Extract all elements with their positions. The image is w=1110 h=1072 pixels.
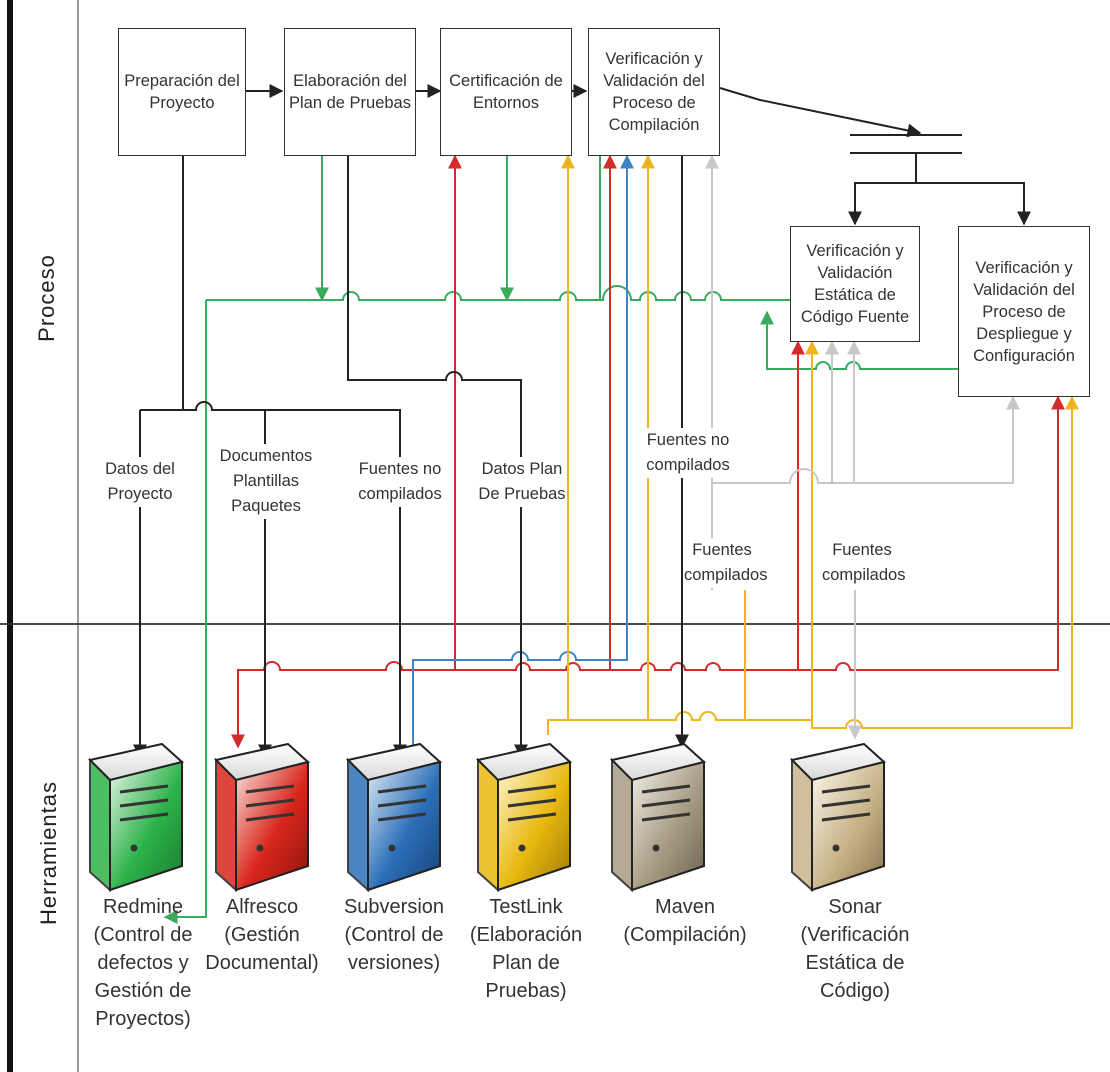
flow-label-fuentes-no-compilados-2: Fuentes no compilados <box>638 428 738 478</box>
tool-label-sonar: Sonar (Verificación Estática de Código) <box>800 896 910 1002</box>
server-icon-sonar <box>790 742 887 893</box>
tool-label-testlink: TestLink (Elaboración Plan de Pruebas) <box>469 896 583 1002</box>
flow-label-datos-plan: Datos Plan De Pruebas <box>478 457 566 507</box>
blue-flow-lines <box>412 154 634 758</box>
server-icon-subversion <box>346 742 443 893</box>
server-icon-alfresco <box>214 742 311 893</box>
process-box-vv-compilacion: Verificación y Validación del Proceso de… <box>588 28 720 156</box>
flow-label-fuentes-compilados-1: Fuentes compilados <box>684 538 767 588</box>
lane-title-herramientas: Herramientas <box>36 780 61 926</box>
red-flow-lines <box>231 154 1065 749</box>
flow-label-fuentes-no-compilados-1: Fuentes no compilados <box>348 457 452 507</box>
server-icon-maven <box>610 742 707 893</box>
tool-label-redmine: Redmine (Control de defectos y Gestión d… <box>93 896 193 1030</box>
tool-label-alfresco: Alfresco (Gestión Documental) <box>205 896 319 974</box>
process-box-plan-pruebas: Elaboración del Plan de Pruebas <box>284 28 416 156</box>
flow-label-fuentes-compilados-2: Fuentes compilados <box>822 538 905 588</box>
tool-label-maven: Maven (Compilación) <box>623 896 747 946</box>
tool-label-subversion: Subversion (Control de versiones) <box>343 896 445 974</box>
process-box-vv-estatica: Verificación y Validación Estática de Có… <box>790 226 920 342</box>
process-box-vv-despliegue: Verificación y Validación del Proceso de… <box>958 226 1090 397</box>
server-icon-redmine <box>88 742 185 893</box>
process-box-certificacion: Certificación de Entornos <box>440 28 572 156</box>
gray-flow-lines <box>705 154 1020 740</box>
lane-title-proceso: Proceso <box>34 254 59 342</box>
flow-label-documentos: Documentos Plantillas Paquetes <box>216 444 316 519</box>
black-flow-lines <box>133 84 1031 759</box>
flow-label-datos-proyecto: Datos del Proyecto <box>98 457 182 507</box>
process-box-preparacion: Preparación del Proyecto <box>118 28 246 156</box>
green-flow-lines <box>163 156 958 924</box>
server-icon-testlink <box>476 742 573 893</box>
server-icons <box>88 742 887 893</box>
